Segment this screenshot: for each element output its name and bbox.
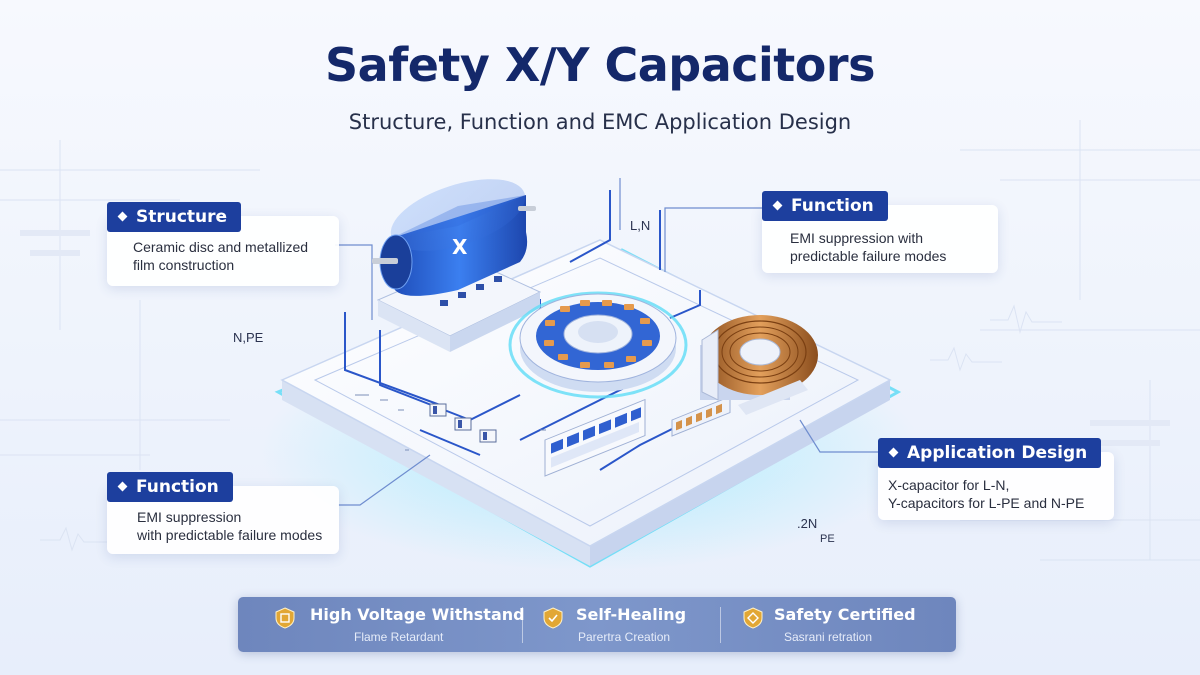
toroid-core-illustration <box>508 291 688 399</box>
callout-application-header: Application Design <box>878 438 1102 468</box>
x-capacitor-illustration: X <box>372 179 542 352</box>
feature-safety-certified: Safety Certified Sasrani retration <box>742 597 932 652</box>
feature-separator <box>720 607 721 643</box>
callout-function-top: Function EMI suppression with predictabl… <box>762 191 998 273</box>
callout-application-design: Application Design X-capacitor for L-N, … <box>878 438 1114 520</box>
feature-self-healing: Self-Healing Parertra Creation <box>542 597 712 652</box>
shield-badge-icon <box>275 607 295 629</box>
copper-inductor-illustration <box>700 315 818 415</box>
diamond-icon <box>117 481 128 492</box>
page-subtitle: Structure, Function and EMC Application … <box>348 110 852 134</box>
diamond-icon <box>888 447 899 458</box>
feature-high-voltage: High Voltage Withstand Flame Retardant <box>274 597 544 652</box>
callout-application-body: X-capacitor for L-N, Y-capacitors for L-… <box>888 477 1085 511</box>
callout-function-bottom-header: Function <box>107 472 233 502</box>
svg-text:X: X <box>452 235 468 259</box>
callout-structure: Structure Ceramic disc and metallized fi… <box>107 202 339 286</box>
shield-badge-icon <box>743 607 763 629</box>
callout-function-top-header: Function <box>762 191 888 221</box>
feature-separator <box>522 607 523 643</box>
label-pe: PE <box>820 533 835 545</box>
diamond-icon <box>117 211 128 222</box>
callout-function-bottom: Function EMI suppression with predictabl… <box>107 472 339 554</box>
callout-structure-body: Ceramic disc and metallized film constru… <box>133 239 309 273</box>
callout-structure-header: Structure <box>107 202 242 232</box>
page-title: Safety X/Y Capacitors <box>325 38 875 92</box>
callout-function-bottom-body: EMI suppression with predictable failure… <box>137 509 323 543</box>
callout-function-top-body: EMI suppression with predictable failure… <box>790 230 947 264</box>
label-ln: L,N <box>630 218 651 233</box>
feature-bar: High Voltage Withstand Flame Retardant S… <box>238 597 956 652</box>
label-2n: .2N <box>797 516 818 531</box>
diamond-icon <box>772 200 783 211</box>
label-npe: N,PE <box>233 330 264 345</box>
shield-badge-icon <box>543 607 563 629</box>
